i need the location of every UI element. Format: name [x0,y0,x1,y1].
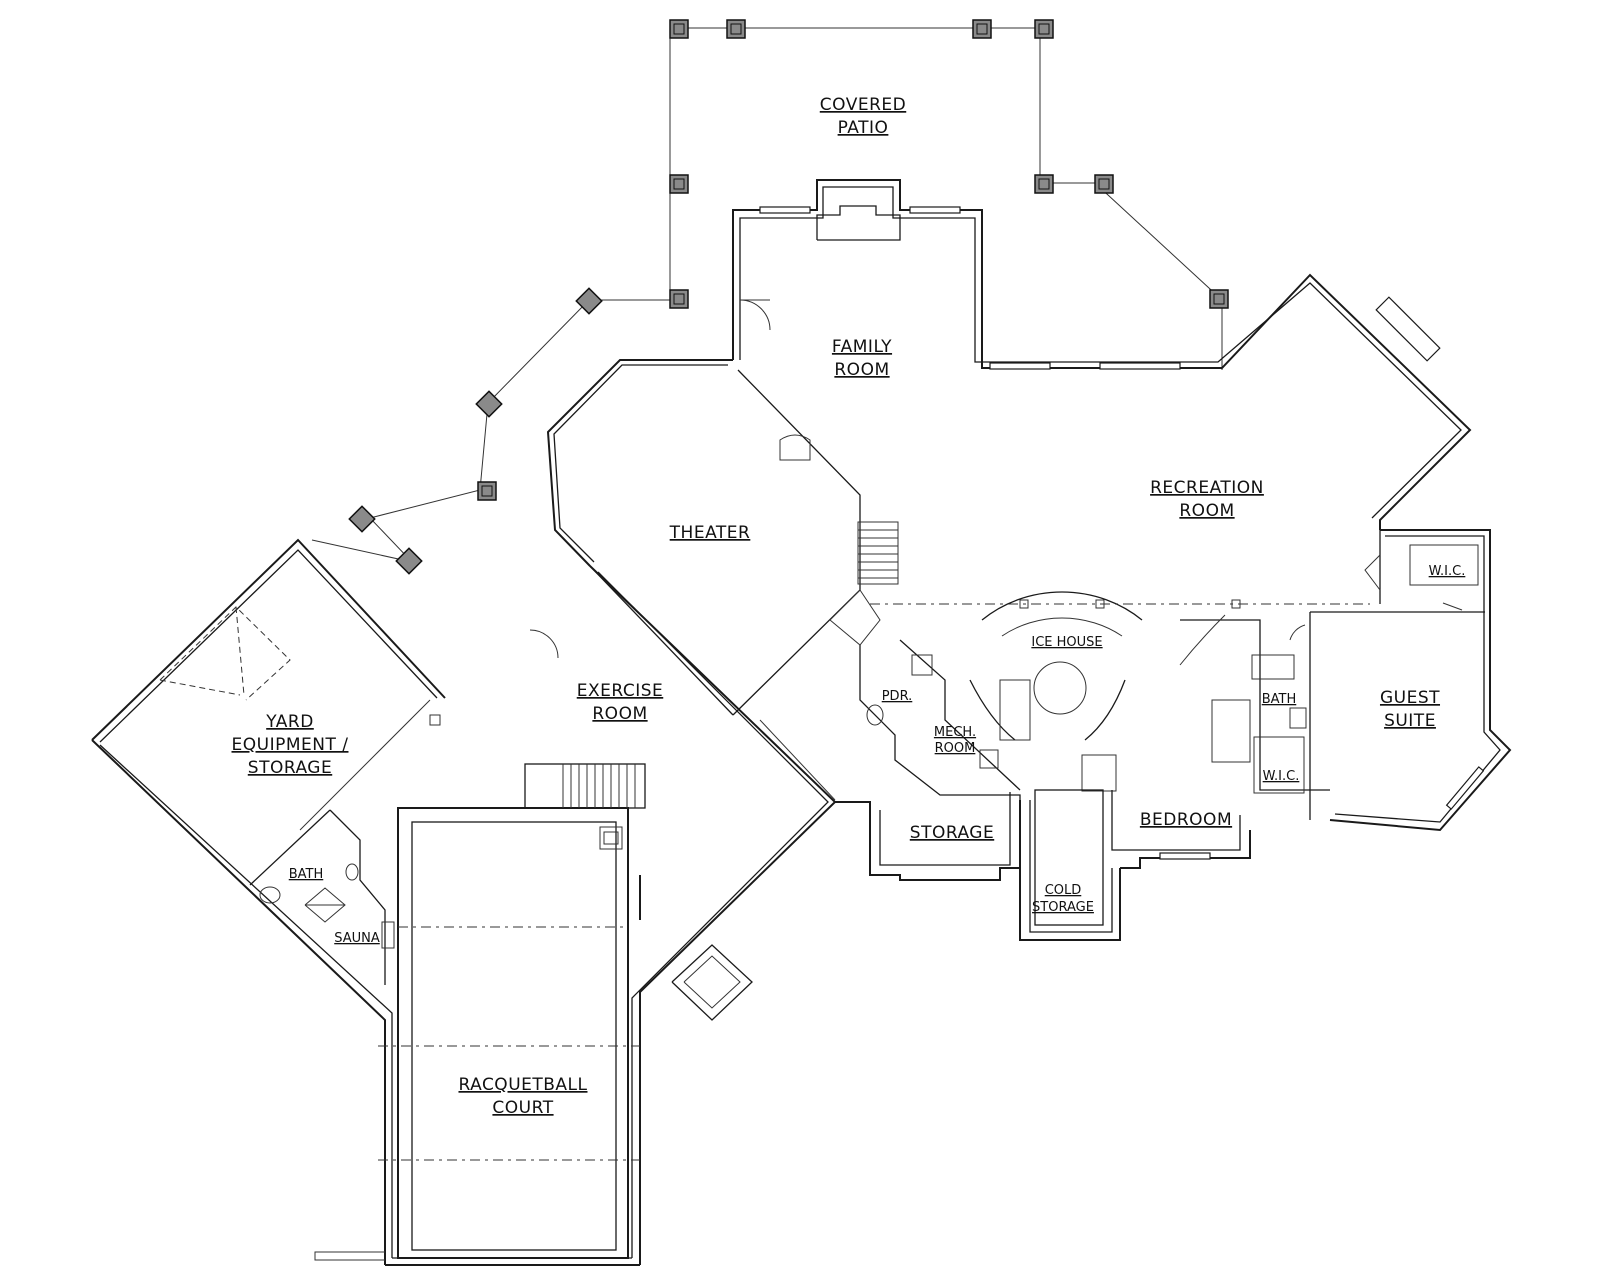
covered-patio-label-2: PATIO [838,118,889,138]
recreation-room-label-2: ROOM [1179,501,1234,521]
door-swings [529,299,1463,666]
yard-equipment-details [159,606,441,886]
pdr-label: PDR. [882,689,913,704]
exercise-room-label-1: EXERCISE [577,681,664,701]
theater-label: THEATER [669,523,751,543]
ice-house-label: ICE HOUSE [1031,635,1102,650]
bedroom-label: BEDROOM [1140,810,1232,830]
yard-equipment-label-3: STORAGE [248,758,332,778]
windows [759,206,1485,860]
wic-label-lower: W.I.C. [1263,769,1300,784]
covered-patio-label-1: COVERED [820,95,906,115]
family-room-label-2: ROOM [834,360,889,380]
racquetball-court-label-1: RACQUETBALL [458,1075,587,1095]
family-room-label-1: FAMILY [832,337,892,357]
mech-room-label-1: MECH. [934,725,976,740]
ice-house-bar [870,591,1370,792]
mech-room-label-2: ROOM [935,741,976,756]
exercise-room-label-2: ROOM [592,704,647,724]
yard-equipment-label-1: YARD [265,712,314,732]
racquetball-court-walls [378,763,646,1259]
racquetball-court-label-2: COURT [492,1098,553,1118]
yard-equipment-label-2: EQUIPMENT / [232,735,349,755]
guest-suite-label-2: SUITE [1384,711,1436,731]
bath-sauna-walls [259,809,395,985]
covered-patio-outline [311,27,1223,563]
guest-wing-walls [1180,296,1485,820]
guest-suite-label-1: GUEST [1380,688,1440,708]
pdr-mech-walls [859,639,1021,800]
left-bath-label: BATH [289,867,324,882]
theater-stair [589,369,899,801]
sauna-label: SAUNA [334,931,380,946]
cold-storage-label-2: STORAGE [1032,900,1094,915]
patio-columns [348,19,1229,575]
wic-label-upper: W.I.C. [1429,564,1466,579]
guest-bath-label: BATH [1262,692,1297,707]
storage-walls [835,789,1251,941]
recreation-room-label-1: RECREATION [1150,478,1264,498]
storage-label: STORAGE [910,823,994,843]
cold-storage-label-1: COLD [1045,883,1082,898]
